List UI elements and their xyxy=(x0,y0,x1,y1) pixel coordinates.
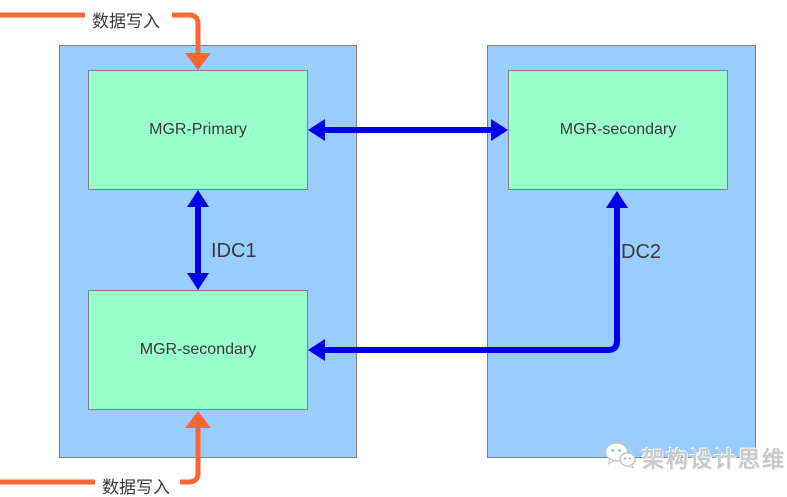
data-write-bottom-label: 数据写入 xyxy=(102,478,170,497)
mgr-secondary-left-node: MGR-secondary xyxy=(88,290,308,410)
idc1-zone-label: IDC1 xyxy=(211,240,257,262)
wechat-icon xyxy=(604,441,636,474)
mgr-secondary-left-label: MGR-secondary xyxy=(139,341,257,358)
mgr-primary-label: MGR-Primary xyxy=(149,121,247,138)
data-write-top-label: 数据写入 xyxy=(92,12,160,31)
mgr-secondary-right-node: MGR-secondary xyxy=(508,70,728,190)
mgr-secondary-right-label: MGR-secondary xyxy=(559,121,677,138)
mgr-primary-node: MGR-Primary xyxy=(88,70,308,190)
watermark-text: 架构设计思维 xyxy=(642,446,787,472)
dc2-zone-label: DC2 xyxy=(621,241,662,263)
watermark: 架构设计思维 xyxy=(604,441,786,474)
